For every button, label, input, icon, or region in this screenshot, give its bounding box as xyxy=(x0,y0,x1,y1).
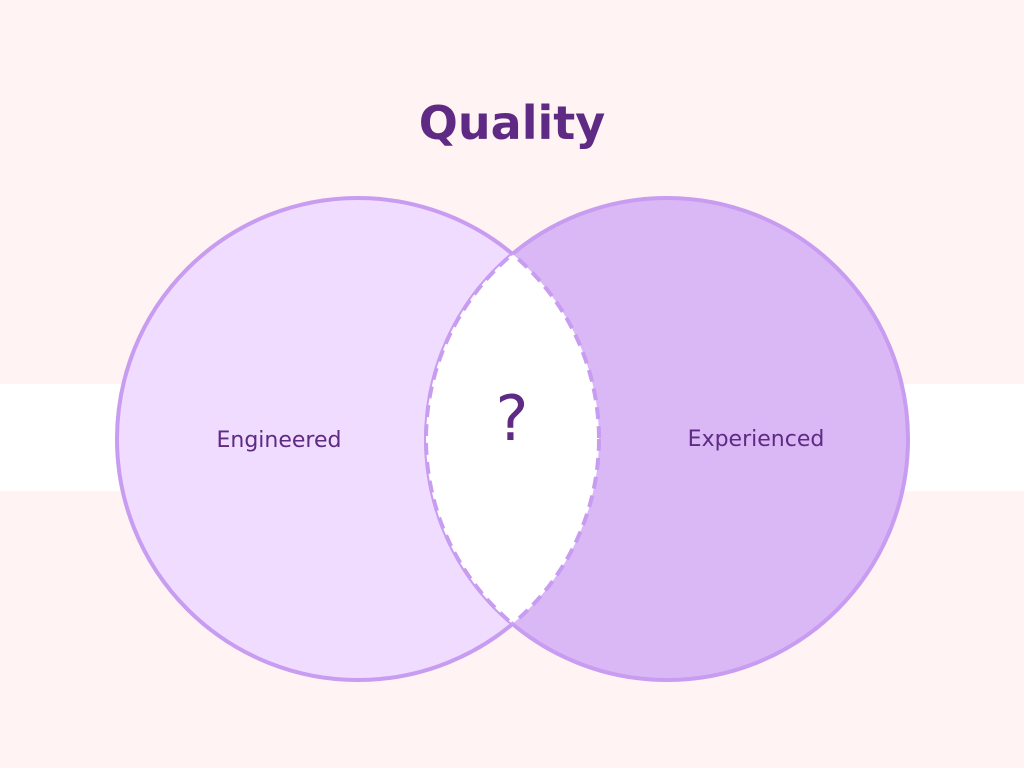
intersection xyxy=(426,198,599,680)
right-label: Experienced xyxy=(688,427,825,452)
center-label: ? xyxy=(496,382,529,455)
intersection-border-left xyxy=(426,198,601,680)
left-label: Engineered xyxy=(217,428,342,453)
title: Quality xyxy=(419,96,605,150)
